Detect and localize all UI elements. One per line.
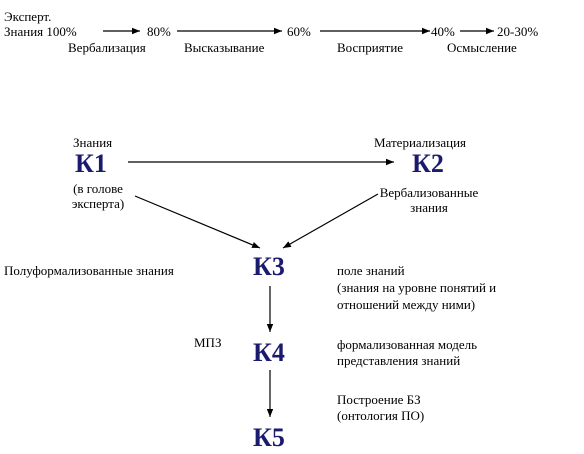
k1-node: К1 [75,149,107,178]
k3-left-label: Полуформализованные знания [4,263,174,278]
k3-right-label-2: (знания на уровне понятий и [337,280,497,295]
k1-bottom-label-2: эксперта) [71,196,125,211]
knowledge-100-label: Знания 100% [4,24,77,39]
k2-bottom-label-2: знания [410,200,448,215]
k2-node: К2 [412,149,444,178]
k2-bottom-label-1: Вербализованные [379,185,479,200]
perception-label: Восприятие [337,40,404,55]
k5-right-label-2: (онтология ПО) [337,408,425,423]
k1-top-label: Знания [73,135,113,150]
k4-node: К4 [253,338,285,367]
k5-right-label-1: Построение БЗ [337,392,421,407]
percent-60-label: 60% [287,24,311,39]
k4-right-label-1: формализованная модель [337,337,478,352]
k3-right-label-1: поле знаний [337,263,405,278]
k5-node: К5 [253,423,285,452]
expert-label: Эксперт. [4,9,52,24]
percent-40-label: 40% [431,24,455,39]
utterance-label: Высказывание [184,40,265,55]
verbalization-label: Вербализация [68,40,146,55]
percent-80-label: 80% [147,24,171,39]
k1-bottom-label-1: (в голове [73,181,123,196]
arrow-k1-k3 [134,195,261,249]
comprehension-label: Осмысление [447,40,517,55]
k4-right-label-2: представления знаний [337,353,461,368]
k3-right-label-3: отношений между ними) [337,297,476,312]
k3-node: К3 [253,252,285,281]
k2-top-label: Материализация [374,135,467,150]
percent-20-30-label: 20-30% [497,24,539,39]
arrow-k2-k3 [282,193,379,249]
k4-left-label: МПЗ [194,335,222,350]
